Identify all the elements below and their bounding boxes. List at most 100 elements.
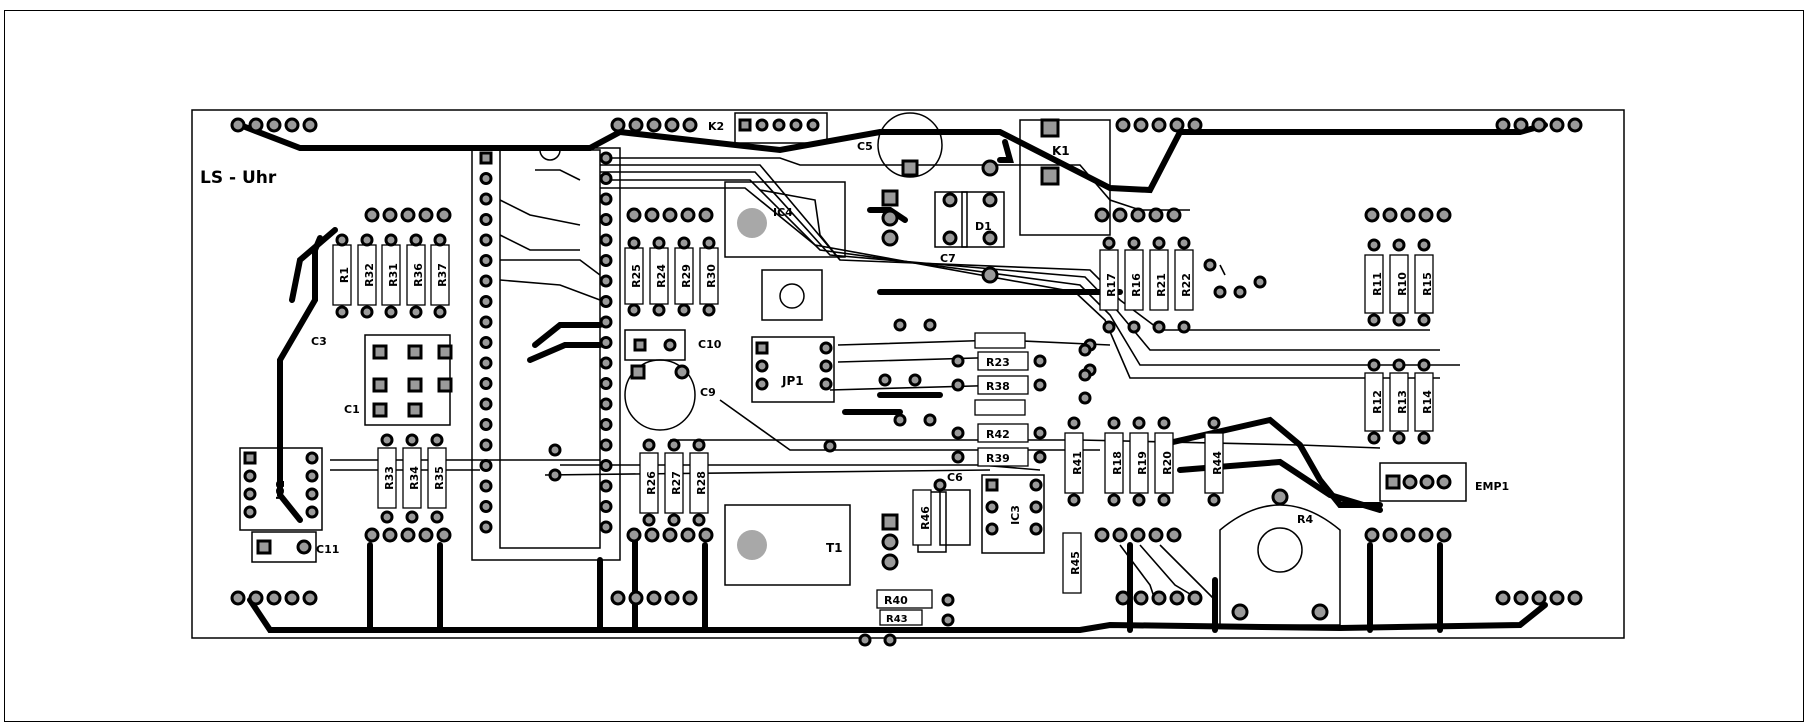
label-r20: R20 — [1161, 451, 1174, 475]
label-r31: R31 — [387, 263, 400, 287]
solder-pad — [380, 510, 394, 524]
solder-pad — [364, 527, 380, 543]
main-ic-socket — [471, 147, 621, 561]
solder-pad — [1253, 275, 1267, 289]
solder-pad — [1367, 238, 1381, 252]
solder-pad — [599, 315, 613, 329]
solder-pad — [893, 413, 907, 427]
label-r4: R4 — [1297, 513, 1313, 526]
solder-pad — [1271, 488, 1289, 506]
solder-pad — [642, 438, 656, 452]
solder-pad — [479, 397, 493, 411]
label-r43: R43 — [886, 614, 908, 625]
solder-pad — [941, 613, 955, 627]
solder-pad — [256, 539, 272, 555]
solder-pad — [1567, 117, 1583, 133]
solder-pad — [1033, 450, 1047, 464]
solder-pad — [437, 344, 453, 360]
label-r35: R35 — [433, 466, 446, 490]
solder-pad — [599, 520, 613, 534]
solder-pad — [243, 469, 257, 483]
solder-pad — [1495, 117, 1511, 133]
solder-pad — [1029, 500, 1043, 514]
solder-pad — [384, 305, 398, 319]
solder-pad — [646, 117, 662, 133]
solder-pad — [1367, 313, 1381, 327]
solder-pad — [1417, 313, 1431, 327]
label-r19: R19 — [1136, 451, 1149, 475]
solder-pad — [680, 207, 696, 223]
solder-pad — [266, 590, 282, 606]
solder-pad — [305, 505, 319, 519]
solder-pad — [628, 117, 644, 133]
component-outlines — [239, 112, 1467, 626]
solder-pad — [942, 230, 958, 246]
solder-pad — [1436, 527, 1452, 543]
label-r24: R24 — [655, 264, 668, 288]
solder-pad — [382, 207, 398, 223]
solder-pad — [941, 593, 955, 607]
solder-pad — [305, 451, 319, 465]
label-r34: R34 — [408, 466, 421, 490]
solder-pad — [1364, 207, 1380, 223]
solder-pad — [400, 527, 416, 543]
solder-pad — [1417, 238, 1431, 252]
solder-pad — [599, 336, 613, 349]
solder-pad — [248, 117, 264, 133]
solder-pad — [819, 359, 833, 373]
solder-pad — [908, 373, 922, 387]
solder-pad — [1094, 527, 1110, 543]
solder-pad — [1157, 416, 1171, 430]
label-k1: K1 — [1052, 144, 1070, 158]
solder-pad — [230, 590, 246, 606]
solder-pad — [1169, 117, 1185, 133]
solder-pad — [335, 233, 349, 247]
solder-pad — [335, 305, 349, 319]
solder-pad — [823, 439, 837, 453]
solder-pad — [479, 295, 493, 308]
transistor-t1 — [724, 504, 851, 586]
solder-pad — [755, 359, 769, 373]
label-r26: R26 — [645, 471, 658, 495]
solder-pad — [1177, 236, 1191, 250]
solder-pad — [430, 433, 444, 447]
solder-pad — [479, 151, 493, 165]
label-r17: R17 — [1105, 273, 1118, 297]
solder-pad — [652, 236, 666, 250]
label-ic2: IC2 — [274, 480, 287, 500]
capacitor-c11 — [251, 531, 317, 563]
solder-pad — [627, 236, 641, 250]
solder-pad — [1033, 354, 1047, 368]
label-r27: R27 — [670, 471, 683, 495]
solder-pad — [407, 344, 423, 360]
solder-pad — [755, 341, 769, 355]
solder-pad — [881, 513, 899, 531]
solder-pad — [1067, 416, 1081, 430]
solder-pad — [667, 438, 681, 452]
drawing-frame — [4, 10, 1804, 722]
solder-pad — [692, 438, 706, 452]
solder-pad — [630, 364, 646, 380]
solder-pad — [479, 438, 493, 452]
solder-pad — [1400, 207, 1416, 223]
solder-pad — [436, 207, 452, 223]
solder-pad — [479, 315, 493, 329]
solder-pad — [1177, 320, 1191, 334]
solder-pad — [1148, 527, 1164, 543]
solder-pad — [243, 451, 257, 465]
label-c9: C9 — [700, 386, 716, 399]
solder-pad — [1187, 590, 1203, 606]
solder-pad — [1029, 478, 1043, 492]
label-r42: R42 — [986, 428, 1010, 441]
solder-pad — [881, 189, 899, 207]
solder-pad — [405, 433, 419, 447]
label-r16: R16 — [1130, 273, 1143, 297]
label-r33: R33 — [383, 466, 396, 490]
trace-layer — [237, 122, 1548, 633]
label-r23: R23 — [986, 356, 1010, 369]
solder-pad — [1417, 431, 1431, 445]
solder-pad — [1436, 474, 1452, 490]
solder-pad — [881, 533, 899, 551]
solder-pad — [692, 513, 706, 527]
